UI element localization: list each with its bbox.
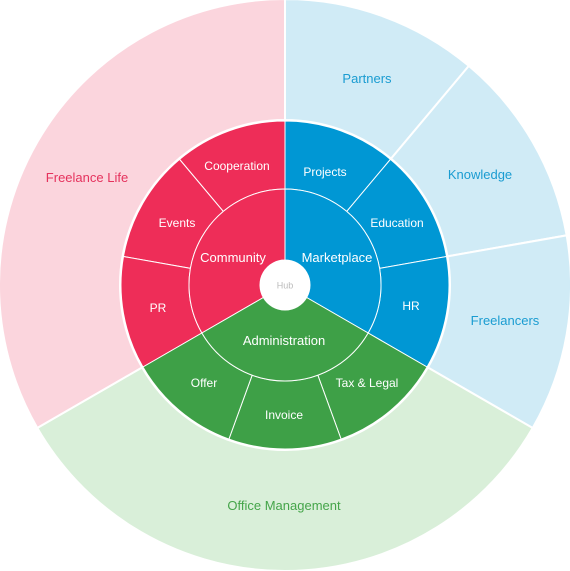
- sub-label-offer: Offer: [191, 376, 217, 390]
- core-label-administration: Administration: [243, 333, 325, 348]
- sub-label-invoice: Invoice: [265, 408, 303, 422]
- outer-segment-freelance-life: [0, 0, 286, 430]
- outer-label-freelance-life: Freelance Life: [46, 170, 128, 185]
- sub-label-projects: Projects: [303, 165, 346, 179]
- sub-label-cooperation: Cooperation: [204, 159, 269, 173]
- outer-label-freelancers: Freelancers: [471, 313, 540, 328]
- core-label-community: Community: [200, 250, 266, 265]
- sub-label-pr: PR: [150, 301, 167, 315]
- hub-circle: [260, 260, 310, 310]
- core-label-marketplace: Marketplace: [302, 250, 373, 265]
- outer-label-partners: Partners: [342, 71, 392, 86]
- hub-label: Hub: [277, 281, 294, 291]
- core-ring: [188, 188, 382, 382]
- outer-label-knowledge: Knowledge: [448, 167, 512, 182]
- sub-label-events: Events: [159, 216, 196, 230]
- sub-label-tax-legal: Tax & Legal: [336, 376, 399, 390]
- outer-segment-office-management: [35, 366, 535, 571]
- sub-item-ring: [120, 120, 450, 450]
- sub-label-hr: HR: [402, 299, 420, 313]
- sub-label-education: Education: [370, 216, 423, 230]
- outer-label-office-management: Office Management: [227, 498, 341, 513]
